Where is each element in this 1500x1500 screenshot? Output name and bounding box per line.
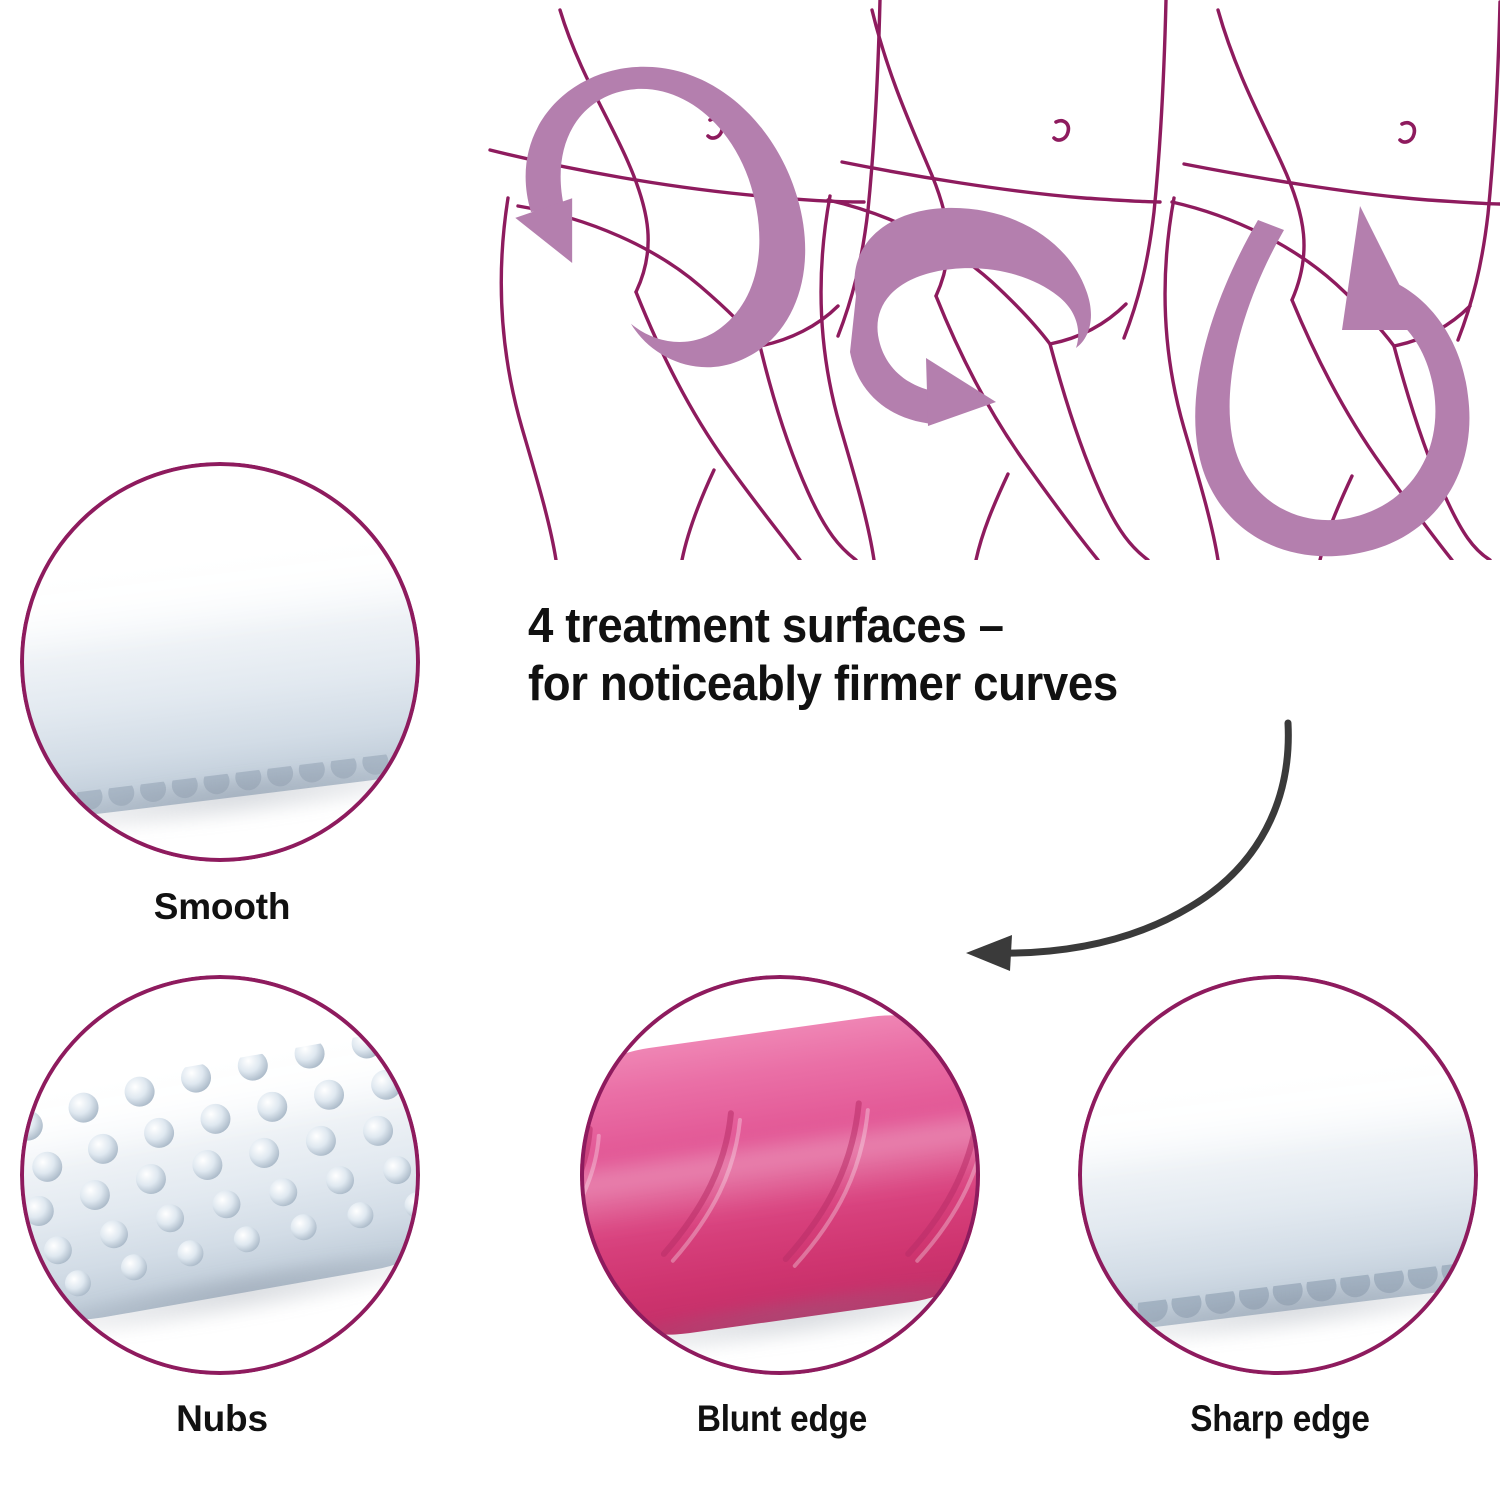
blunt-edge-detail-circle — [580, 975, 980, 1375]
curved-pointer-arrow — [940, 705, 1340, 985]
roller-nubs — [20, 1020, 420, 1362]
nubs-detail-circle — [20, 975, 420, 1375]
caption-smooth: Smooth — [153, 886, 291, 927]
roller-sharp-edge — [1078, 1048, 1478, 1366]
body-illustrations-band — [460, 0, 1500, 560]
roller-blunt-edge — [580, 996, 980, 1375]
motion-arrow-1 — [515, 66, 806, 368]
sharp-ridge-scallops — [1078, 1253, 1478, 1353]
smooth-detail-circle — [20, 462, 420, 862]
navel-mark-3 — [1398, 120, 1417, 144]
page-title: 4 treatment surfaces – for noticeably fi… — [528, 599, 1118, 711]
roller-smooth — [20, 527, 420, 853]
navel-mark-2 — [1052, 118, 1071, 142]
sharp-edge-detail-circle — [1078, 975, 1478, 1375]
caption-sharp-edge: Sharp edge — [1190, 1398, 1370, 1439]
motion-arrow-2 — [850, 207, 1091, 426]
caption-nubs: Nubs — [176, 1398, 268, 1439]
caption-blunt-edge: Blunt edge — [696, 1398, 868, 1439]
figure-2-lines — [819, 0, 1168, 560]
motion-arrow-3 — [1195, 206, 1470, 557]
nub-texture — [20, 1020, 420, 1337]
